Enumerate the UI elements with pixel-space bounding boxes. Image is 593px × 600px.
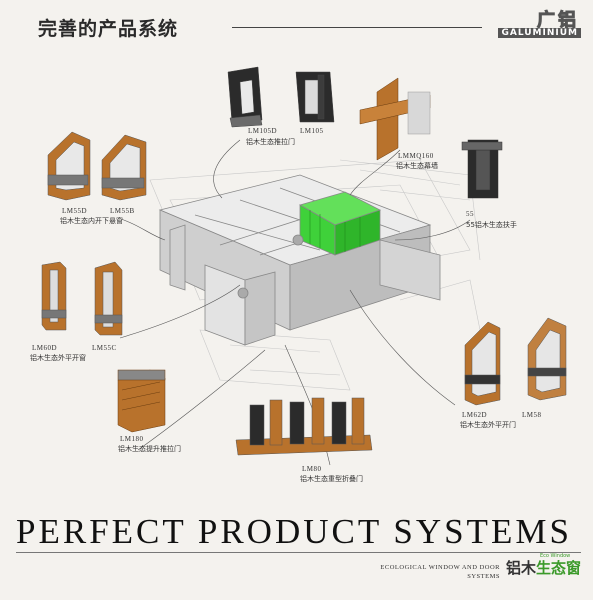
s55-code: 55 (466, 210, 474, 218)
lm105-frame (295, 71, 335, 123)
lm55d-code: LM55D (62, 207, 88, 215)
brand-sub-en: Eco Window (540, 553, 571, 559)
brand-mark-a: 铝木 (506, 559, 537, 577)
footer-divider (16, 552, 581, 553)
lm60d-code: LM60D (32, 344, 58, 352)
lmmq160-code: LMMQ160 (398, 152, 434, 160)
logo-cn-text: 广铝 (537, 10, 579, 32)
lm105d-desc: 铝木生态推拉门 (246, 138, 295, 146)
title-divider (232, 27, 482, 28)
leader-lines (117, 139, 471, 466)
house-model (158, 174, 441, 346)
lm80-desc: 铝木生态重型折叠门 (300, 475, 363, 483)
lm60d-desc: 铝木生态外平开窗 (30, 354, 86, 362)
brand-logo: 广铝 GALUMINIUM (493, 6, 585, 42)
lm60d-frame (41, 261, 67, 331)
s55-desc: 55铝木生态扶手 (466, 221, 517, 229)
lmmq160-frame (359, 77, 431, 161)
lm62d-desc: 铝木生态外平开门 (460, 421, 516, 429)
lm105d-frame (227, 66, 263, 128)
lm62d-code: LM62D (462, 411, 488, 419)
page-title-cn: 完善的产品系统 (38, 18, 179, 40)
lm105d-code: LM105D (248, 127, 278, 135)
lm80-code: LM80 (302, 465, 322, 473)
lm180-frame (117, 369, 166, 433)
lm180-desc: 铝木生态提升推拉门 (118, 445, 181, 453)
perfect-product-systems-title: PERFECT PRODUCT SYSTEMS (16, 512, 572, 551)
lm55c-frame (94, 261, 123, 336)
brand-mark: 铝木生态窗 (506, 557, 581, 578)
brand-mark-b: 生态窗 (536, 559, 582, 577)
lm55d-desc: 铝木生态内开下悬窗 (60, 217, 123, 225)
lm55d-frame (47, 131, 91, 201)
lm180-code: LM180 (120, 435, 144, 443)
logo-en-text: GALUMINIUM (498, 28, 581, 38)
lm55c-code: LM55C (92, 344, 117, 352)
lm55b-code: LM55B (110, 207, 135, 215)
eco-tagline: ECOLOGICAL WINDOW AND DOOR SYSTEMS (375, 563, 500, 581)
lm58-frame (527, 317, 567, 401)
s55-frame (461, 139, 503, 199)
lm62d-frame (464, 321, 501, 406)
eco-line-2: SYSTEMS (467, 573, 500, 580)
lm80-frame (235, 397, 373, 456)
lm105-code: LM105 (300, 127, 324, 135)
lmmq160-desc: 铝木生态幕墙 (396, 162, 438, 170)
lm55b-frame (101, 134, 147, 201)
eco-line-1: ECOLOGICAL WINDOW AND DOOR (380, 564, 500, 571)
lm58-code: LM58 (522, 411, 542, 419)
